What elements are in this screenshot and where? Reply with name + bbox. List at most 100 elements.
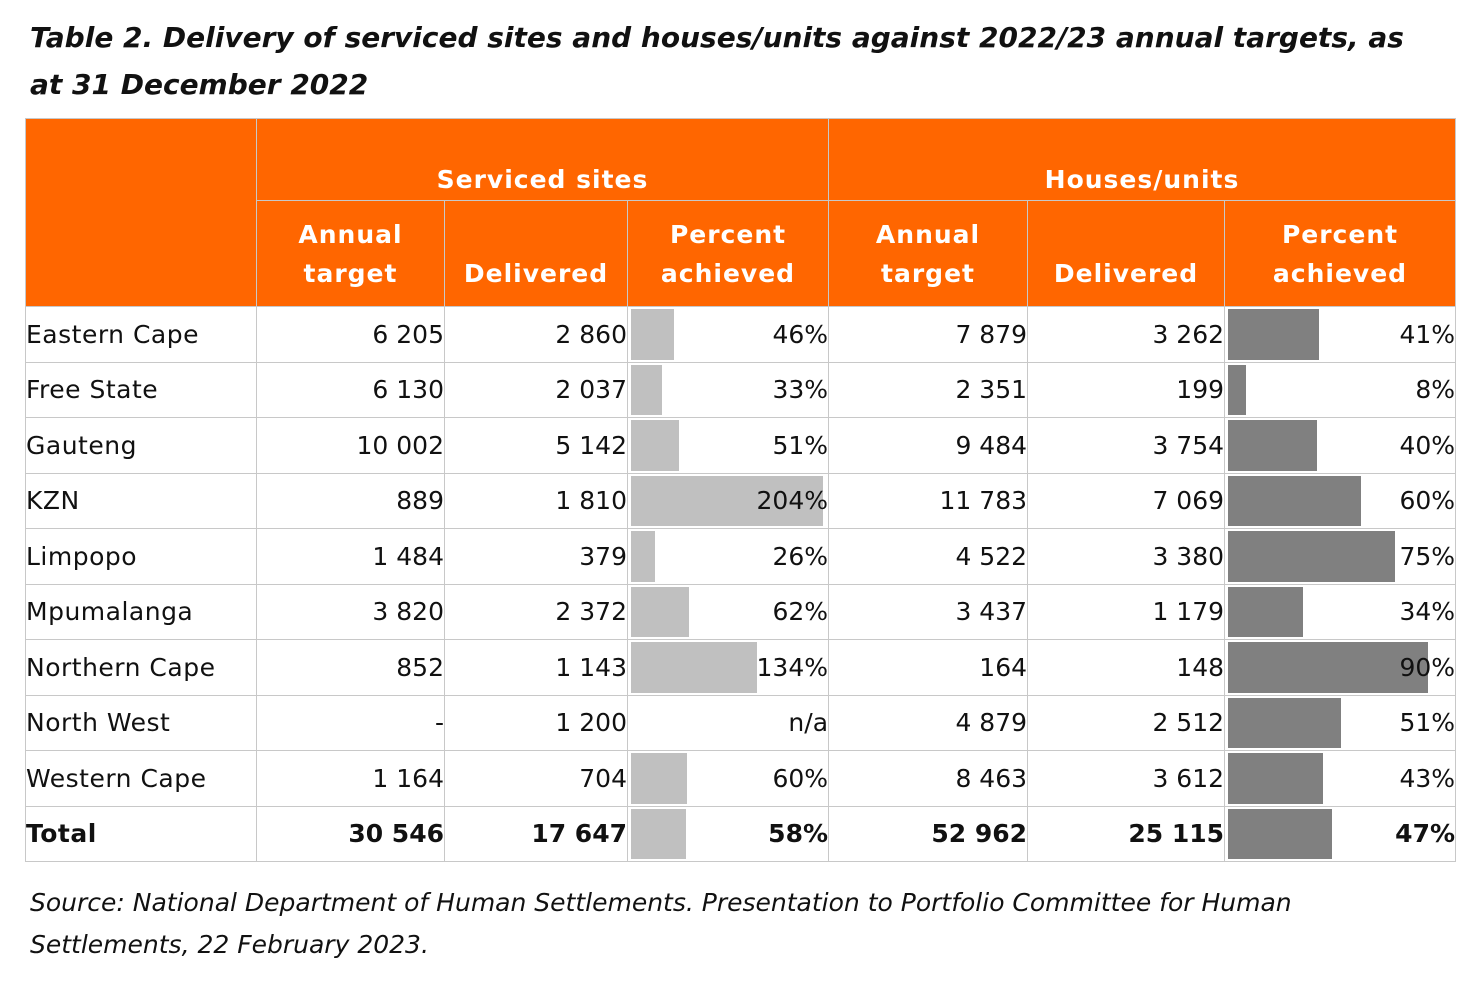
serviced-delivered: 1 200 bbox=[444, 694, 628, 751]
percent-label: 33% bbox=[772, 375, 829, 405]
serviced-annual-target: - bbox=[256, 694, 445, 751]
province-name: Northern Cape bbox=[25, 639, 257, 696]
serviced-delivered: 704 bbox=[444, 750, 628, 807]
percent-label: n/a bbox=[788, 708, 829, 738]
houses-percent-achieved: 8% bbox=[1224, 361, 1457, 418]
houses-annual-target: 4 522 bbox=[828, 528, 1029, 585]
percent-label: 51% bbox=[1399, 708, 1456, 738]
houses-percent-achieved: 60% bbox=[1224, 472, 1457, 529]
col-header-s-delivered: Delivered bbox=[444, 200, 628, 307]
houses-percent-achieved: 41% bbox=[1224, 306, 1457, 363]
percent-label: 8% bbox=[1415, 375, 1456, 405]
serviced-data-bar bbox=[631, 808, 686, 859]
serviced-percent-achieved: 204% bbox=[626, 472, 830, 529]
percent-label: 60% bbox=[772, 763, 829, 793]
houses-data-bar bbox=[1228, 309, 1320, 360]
serviced-percent-achieved: n/a bbox=[626, 694, 830, 751]
serviced-data-bar bbox=[631, 309, 674, 360]
serviced-delivered: 2 037 bbox=[444, 361, 628, 418]
houses-annual-target: 164 bbox=[828, 639, 1029, 696]
percent-label: 47% bbox=[1395, 819, 1456, 849]
province-name: Free State bbox=[25, 361, 257, 418]
group-header-serviced-sites: Serviced sites bbox=[255, 118, 830, 201]
serviced-percent-achieved: 58% bbox=[626, 805, 830, 862]
houses-annual-target: 7 879 bbox=[828, 306, 1029, 363]
serviced-delivered: 1 810 bbox=[444, 472, 628, 529]
houses-delivered: 3 612 bbox=[1027, 750, 1226, 807]
houses-data-bar bbox=[1228, 475, 1362, 526]
serviced-annual-target: 1 484 bbox=[256, 528, 445, 585]
serviced-percent-achieved: 26% bbox=[626, 528, 830, 585]
houses-delivered: 25 115 bbox=[1027, 805, 1226, 862]
col-header-h-delivered: Delivered bbox=[1027, 200, 1226, 307]
province-name: Limpopo bbox=[25, 528, 257, 585]
serviced-percent-achieved: 60% bbox=[626, 750, 830, 807]
serviced-data-bar bbox=[631, 364, 662, 415]
province-name: KZN bbox=[25, 472, 257, 529]
province-name: Eastern Cape bbox=[25, 306, 257, 363]
percent-label: 90% bbox=[1399, 652, 1456, 682]
serviced-percent-achieved: 33% bbox=[626, 361, 830, 418]
houses-delivered: 7 069 bbox=[1027, 472, 1226, 529]
serviced-delivered: 2 860 bbox=[444, 306, 628, 363]
houses-percent-achieved: 75% bbox=[1224, 528, 1457, 585]
serviced-delivered: 1 143 bbox=[444, 639, 628, 696]
percent-label: 40% bbox=[1399, 430, 1456, 460]
houses-annual-target: 8 463 bbox=[828, 750, 1029, 807]
serviced-annual-target: 30 546 bbox=[256, 805, 445, 862]
serviced-percent-achieved: 46% bbox=[626, 306, 830, 363]
houses-data-bar bbox=[1228, 364, 1247, 415]
houses-percent-achieved: 90% bbox=[1224, 639, 1457, 696]
houses-delivered: 2 512 bbox=[1027, 694, 1226, 751]
serviced-data-bar bbox=[631, 753, 687, 804]
province-name: Total bbox=[25, 805, 257, 862]
serviced-percent-achieved: 134% bbox=[626, 639, 830, 696]
houses-delivered: 1 179 bbox=[1027, 583, 1226, 640]
percent-label: 26% bbox=[772, 541, 829, 571]
serviced-delivered: 2 372 bbox=[444, 583, 628, 640]
houses-data-bar bbox=[1228, 697, 1342, 748]
serviced-annual-target: 3 820 bbox=[256, 583, 445, 640]
percent-label: 62% bbox=[772, 597, 829, 627]
serviced-annual-target: 6 205 bbox=[256, 306, 445, 363]
serviced-percent-achieved: 51% bbox=[626, 417, 830, 474]
percent-label: 204% bbox=[756, 486, 829, 516]
houses-percent-achieved: 34% bbox=[1224, 583, 1457, 640]
serviced-data-bar bbox=[631, 475, 823, 526]
houses-delivered: 3 754 bbox=[1027, 417, 1226, 474]
percent-label: 34% bbox=[1399, 597, 1456, 627]
province-name: Western Cape bbox=[25, 750, 257, 807]
serviced-annual-target: 852 bbox=[256, 639, 445, 696]
houses-annual-target: 2 351 bbox=[828, 361, 1029, 418]
percent-label: 75% bbox=[1399, 541, 1456, 571]
serviced-delivered: 379 bbox=[444, 528, 628, 585]
houses-data-bar bbox=[1228, 586, 1304, 637]
houses-data-bar bbox=[1228, 753, 1324, 804]
serviced-delivered: 5 142 bbox=[444, 417, 628, 474]
source-note: Source: National Department of Human Set… bbox=[30, 888, 1292, 959]
province-name: Gauteng bbox=[25, 417, 257, 474]
serviced-data-bar bbox=[631, 420, 679, 471]
houses-delivered: 148 bbox=[1027, 639, 1226, 696]
houses-delivered: 3 380 bbox=[1027, 528, 1226, 585]
houses-delivered: 3 262 bbox=[1027, 306, 1226, 363]
houses-annual-target: 11 783 bbox=[828, 472, 1029, 529]
houses-percent-achieved: 51% bbox=[1224, 694, 1457, 751]
serviced-annual-target: 10 002 bbox=[256, 417, 445, 474]
serviced-annual-target: 1 164 bbox=[256, 750, 445, 807]
houses-annual-target: 52 962 bbox=[828, 805, 1029, 862]
houses-percent-achieved: 40% bbox=[1224, 417, 1457, 474]
serviced-annual-target: 889 bbox=[256, 472, 445, 529]
serviced-data-bar bbox=[631, 586, 689, 637]
houses-percent-achieved: 43% bbox=[1224, 750, 1457, 807]
houses-annual-target: 4 879 bbox=[828, 694, 1029, 751]
houses-data-bar bbox=[1228, 642, 1429, 693]
houses-annual-target: 9 484 bbox=[828, 417, 1029, 474]
